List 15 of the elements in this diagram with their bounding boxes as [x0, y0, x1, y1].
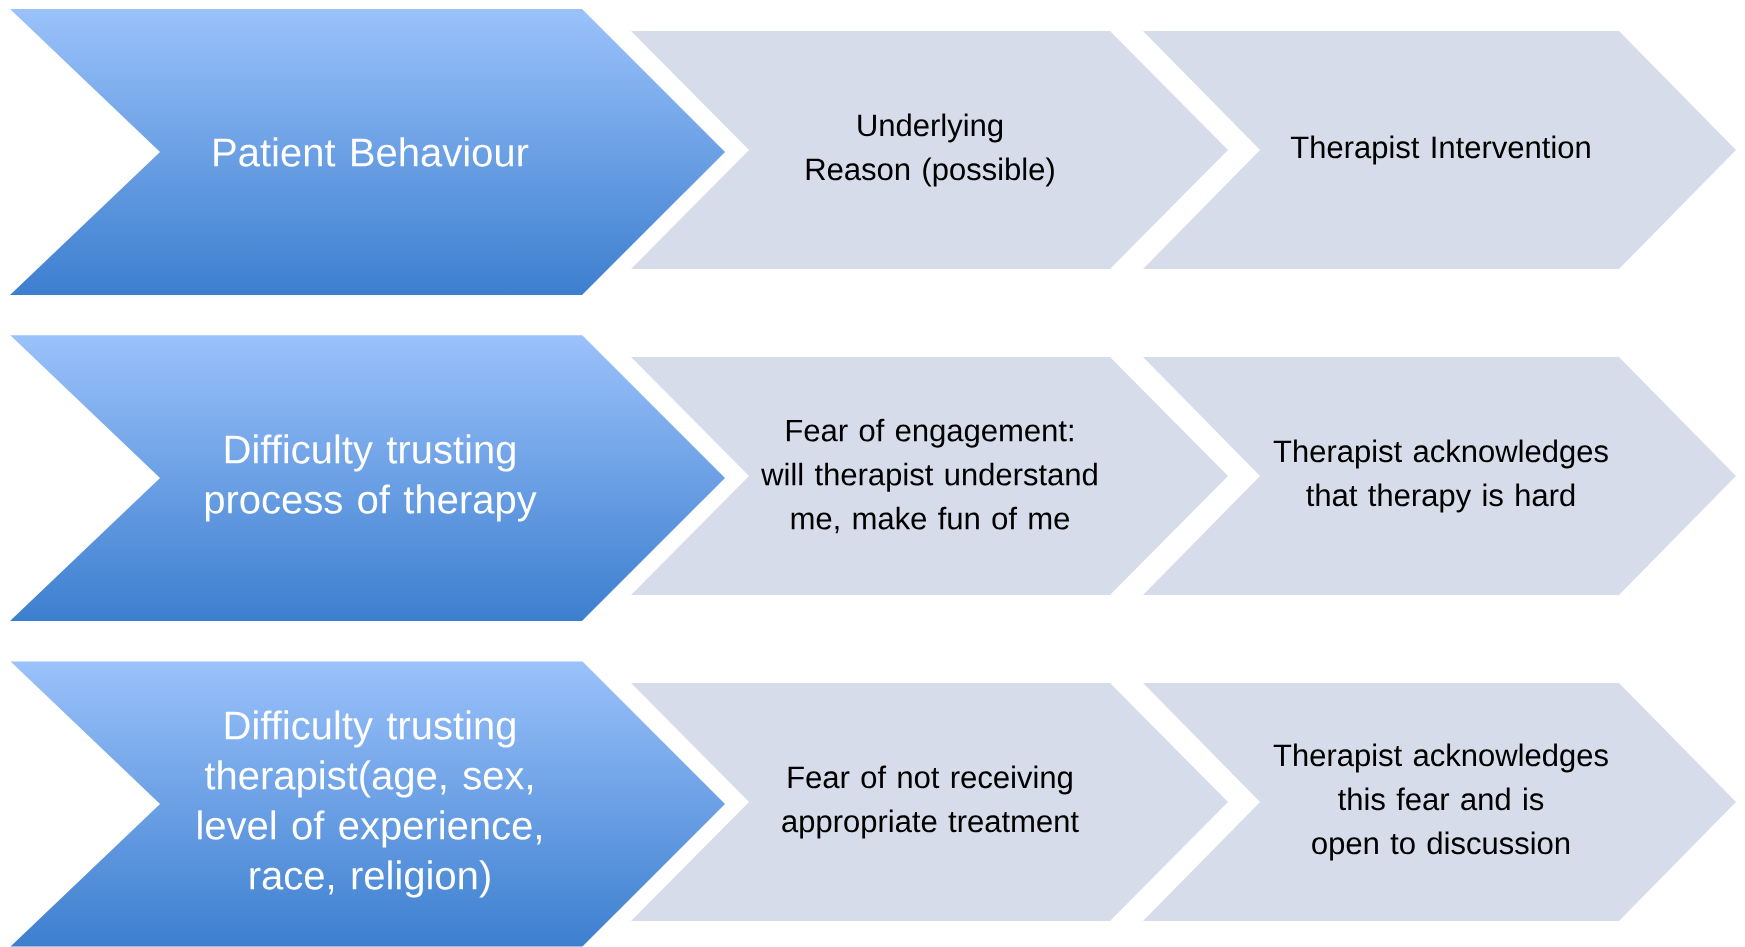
node-label: Underlying Reason (possible) — [806, 113, 1054, 187]
step-chevron: Fear of engagement: will therapist understand me, make fun of me — [631, 357, 1228, 595]
node-label: Fear of engagement: will therapist understand me, make fun of me — [761, 418, 1097, 534]
process-chevron: Patient Behaviour — [214, 137, 529, 167]
step-chevron: Fear of not receiving appropriate treatment — [631, 683, 1228, 921]
step-chevron: Therapist acknowledges that therapy is hard — [1143, 357, 1736, 595]
step-chevron: Therapist acknowledges this fear and is open to discussion — [1143, 683, 1736, 921]
step-chevron: Therapist Intervention — [1143, 31, 1736, 269]
node-label: Fear of not receiving appropriate treatment — [782, 765, 1079, 839]
node-label: Therapist acknowledges that therapy is hard — [1273, 439, 1608, 513]
node-label: Therapist acknowledges this fear and is open to discussion — [1273, 743, 1608, 861]
process-chevron: Difficulty trusting therapist(age, sex, level of experience, race, religion) — [198, 710, 541, 898]
process-chevron: Difficulty trusting process of therapy — [205, 434, 537, 522]
step-chevron: Underlying Reason (possible) — [631, 31, 1228, 269]
node-label: Therapist Intervention — [1290, 135, 1590, 165]
